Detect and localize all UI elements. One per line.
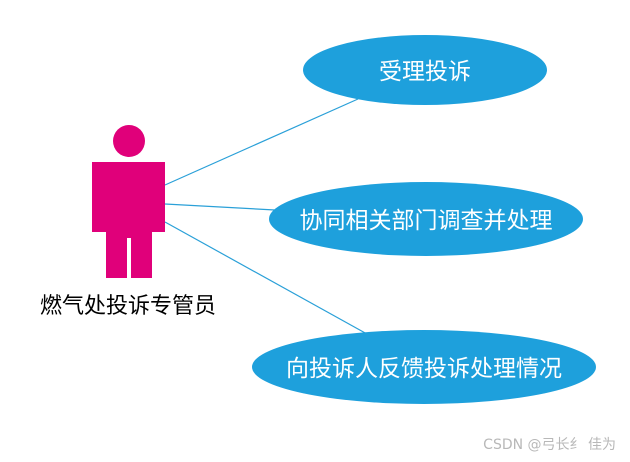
- use-case-3[interactable]: 向投诉人反馈投诉处理情况: [252, 330, 596, 404]
- actor-figure: [92, 125, 165, 278]
- actor-label: 燃气处投诉专管员: [40, 294, 216, 319]
- connector-line-2: [164, 203, 276, 211]
- connector-line-3: [164, 221, 368, 335]
- use-case-1-ellipse[interactable]: [303, 35, 547, 105]
- connector-line-1: [164, 98, 359, 186]
- actor-body: [92, 162, 165, 278]
- use-case-3-ellipse[interactable]: [252, 330, 596, 404]
- use-case-2-ellipse[interactable]: [269, 182, 583, 256]
- use-case-1-label: 受理投诉: [379, 59, 471, 85]
- use-case-2-label: 协同相关部门调查并处理: [300, 208, 553, 234]
- actor-head: [113, 125, 145, 157]
- use-case-3-label: 向投诉人反馈投诉处理情况: [286, 356, 562, 382]
- use-case-1[interactable]: 受理投诉: [303, 35, 547, 105]
- watermark: CSDN @弓长纟 佳为: [483, 437, 616, 453]
- use-case-2[interactable]: 协同相关部门调查并处理: [269, 182, 583, 256]
